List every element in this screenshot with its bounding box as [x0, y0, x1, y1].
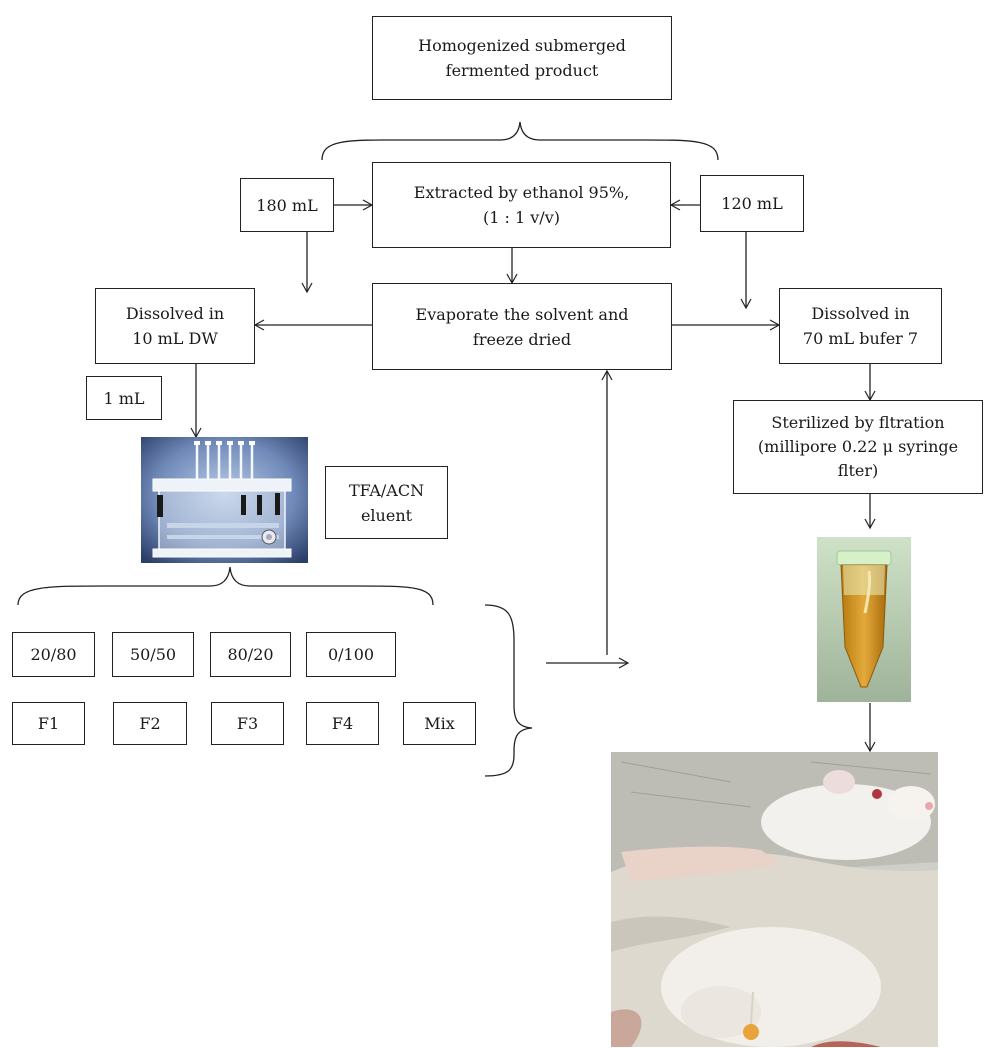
fraction-box: F4: [306, 702, 379, 745]
ratio-label: 80/20: [227, 645, 274, 664]
evaporate-box: Evaporate the solvent and freeze dried: [372, 283, 672, 370]
sterilize-line2: (millipore 0.22 μ syringe: [757, 437, 959, 456]
dissolve-left-box: Dissolved in 10 mL DW: [95, 288, 255, 364]
sterilize-box: Sterilized by fltration (millipore 0.22 …: [733, 400, 983, 494]
aliquot-label: 1 mL: [103, 388, 145, 408]
ratio-box: 0/100: [306, 632, 396, 677]
ratio-label: 0/100: [327, 645, 375, 664]
fraction-box: F1: [12, 702, 85, 745]
volume-180-box: 180 mL: [240, 178, 334, 232]
ratio-box: 50/50: [112, 632, 194, 677]
fraction-label: Mix: [424, 714, 455, 733]
eluent-box: TFA/ACN eluent: [325, 466, 448, 539]
sample-tube-photo: [817, 537, 911, 702]
volume-120-box: 120 mL: [700, 175, 804, 232]
evaporate-line1: Evaporate the solvent and: [415, 304, 629, 324]
extraction-line2: (1 : 1 v/v): [483, 208, 560, 227]
fraction-brace: [17, 566, 434, 606]
eluent-line1: TFA/ACN: [348, 480, 425, 500]
fraction-box: F3: [211, 702, 284, 745]
eluent-line2: eluent: [360, 505, 413, 525]
aliquot-box: 1 mL: [86, 376, 162, 420]
sterilize-line3: flter): [837, 461, 879, 480]
split-brace: [321, 121, 719, 161]
ratio-label: 20/80: [30, 645, 77, 664]
ratio-box: 80/20: [210, 632, 291, 677]
ratio-label: 50/50: [129, 645, 177, 664]
fraction-label: F2: [139, 714, 161, 733]
collect-brace: [484, 604, 533, 777]
rat-photo: [611, 752, 938, 1047]
volume-180-label: 180 mL: [256, 195, 318, 215]
dissolve-right-line2: 70 mL bufer 7: [802, 329, 919, 348]
extraction-line1: Extracted by ethanol 95%,: [413, 183, 630, 202]
ratio-box: 20/80: [12, 632, 95, 677]
fraction-box: Mix: [403, 702, 476, 745]
fraction-label: F4: [331, 714, 354, 733]
dissolve-left-line2: 10 mL DW: [132, 329, 218, 348]
sterilize-line1: Sterilized by fltration: [771, 413, 945, 432]
dissolve-left-line1: Dissolved in: [125, 304, 225, 323]
source-box: Homogenized submerged fermented product: [372, 16, 672, 100]
source-line1: Homogenized submerged: [418, 36, 626, 55]
evaporate-line2: freeze dried: [472, 329, 572, 349]
dissolve-right-box: Dissolved in 70 mL bufer 7: [779, 288, 942, 364]
fraction-box: F2: [113, 702, 187, 745]
dissolve-right-line1: Dissolved in: [811, 304, 910, 323]
fraction-label: F3: [236, 714, 259, 733]
volume-120-label: 120 mL: [721, 194, 783, 213]
fraction-label: F1: [37, 714, 60, 733]
extraction-box: Extracted by ethanol 95%, (1 : 1 v/v): [372, 162, 671, 248]
source-line2: fermented product: [445, 61, 599, 80]
spe-manifold-photo: [141, 437, 308, 563]
